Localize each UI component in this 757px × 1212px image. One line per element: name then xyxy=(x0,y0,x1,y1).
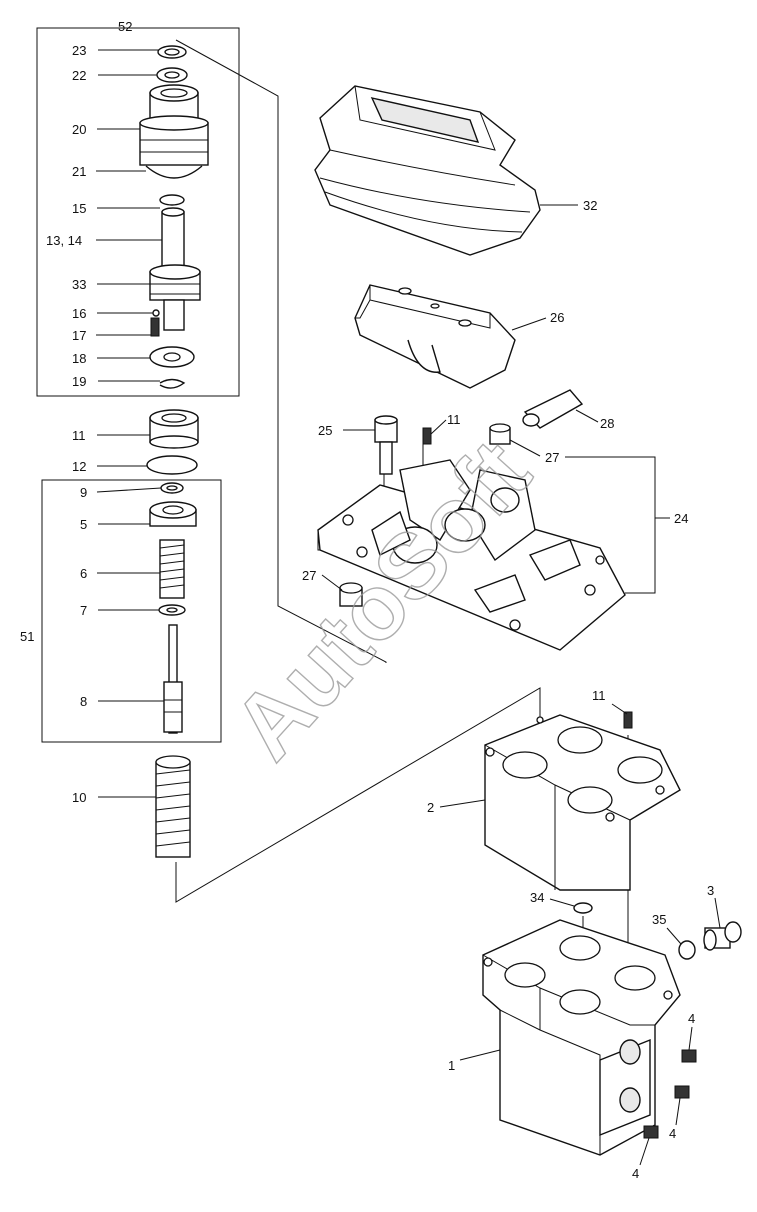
callout-4-bottom: 4 xyxy=(632,1166,639,1181)
callout-3: 3 xyxy=(707,883,714,898)
part-11-upper-plug xyxy=(422,427,432,445)
callout-33: 33 xyxy=(72,277,86,292)
callout-6: 6 xyxy=(80,566,87,581)
part-34-oring xyxy=(573,902,593,914)
part-20-plunger-housing xyxy=(139,84,209,166)
callout-28: 28 xyxy=(600,416,614,431)
callouts: 52 23 22 20 21 15 13, 14 33 16 17 18 19 … xyxy=(20,19,714,1181)
callout-15: 15 xyxy=(72,201,86,216)
callout-4-right: 4 xyxy=(688,1011,695,1026)
part-28-pin xyxy=(522,389,584,429)
callout-26: 26 xyxy=(550,310,564,325)
callout-5: 5 xyxy=(80,517,87,532)
callout-2: 2 xyxy=(427,800,434,815)
callout-13-14: 13, 14 xyxy=(46,233,82,248)
callout-32: 32 xyxy=(583,198,597,213)
part-4-plug-1 xyxy=(681,1049,697,1063)
part-7-washer xyxy=(158,604,186,616)
part-21-oring xyxy=(145,165,203,179)
part-25-bolt xyxy=(374,415,398,475)
part-9-washer xyxy=(160,482,184,494)
callout-9: 9 xyxy=(80,485,87,500)
callout-7: 7 xyxy=(80,603,87,618)
part-16-ball xyxy=(152,309,160,317)
part-32-boot xyxy=(314,85,541,256)
callout-19: 19 xyxy=(72,374,86,389)
callout-10: 10 xyxy=(72,790,86,805)
callout-51: 51 xyxy=(20,629,34,644)
callout-11-upper: 11 xyxy=(447,412,461,427)
part-4-plug-3 xyxy=(643,1125,659,1139)
part-1-body xyxy=(482,919,681,1156)
callout-4-middle: 4 xyxy=(669,1126,676,1141)
callout-35: 35 xyxy=(652,912,666,927)
callout-24: 24 xyxy=(674,511,688,526)
callout-25: 25 xyxy=(318,423,332,438)
part-11-bushing xyxy=(149,409,199,449)
part-35-oring xyxy=(678,940,696,960)
part-19-snap-ring xyxy=(159,378,186,389)
leader-lines xyxy=(96,49,721,1166)
part-18-plate xyxy=(149,346,195,368)
callout-21: 21 xyxy=(72,164,86,179)
callout-16: 16 xyxy=(72,306,86,321)
callout-17: 17 xyxy=(72,328,86,343)
callout-11-lower: 11 xyxy=(592,688,606,703)
callout-8: 8 xyxy=(80,694,87,709)
callout-12: 12 xyxy=(72,459,86,474)
part-13-14-push-rod xyxy=(161,207,185,273)
part-6-spring xyxy=(159,539,185,599)
callout-11-left: 11 xyxy=(72,428,86,443)
part-11-lower-plug xyxy=(623,711,633,729)
callout-27-lower: 27 xyxy=(302,568,316,583)
part-23-seal xyxy=(157,45,187,59)
callout-34: 34 xyxy=(530,890,544,905)
part-10-spring xyxy=(155,755,191,858)
part-5-spring-seat xyxy=(149,501,197,527)
part-4-plug-2 xyxy=(674,1085,690,1099)
part-27-lower-bushing xyxy=(339,582,363,607)
part-33-guide xyxy=(149,264,201,331)
callout-1: 1 xyxy=(448,1058,455,1073)
part-24-cam-base xyxy=(317,459,626,651)
callout-52: 52 xyxy=(118,19,132,34)
part-15-oring xyxy=(159,194,185,206)
part-17-spring xyxy=(150,317,160,337)
callout-22: 22 xyxy=(72,68,86,83)
group-frame-51 xyxy=(41,479,222,743)
part-8-spool xyxy=(163,624,183,734)
part-2-casing xyxy=(484,714,681,891)
callout-20: 20 xyxy=(72,122,86,137)
part-12-oring xyxy=(146,455,198,475)
part-22-washer xyxy=(156,67,188,83)
part-3-plug xyxy=(703,921,742,951)
callout-23: 23 xyxy=(72,43,86,58)
group-frame-52 xyxy=(36,27,240,397)
part-26-cam-plate xyxy=(354,284,516,389)
part-27-upper-bushing xyxy=(489,423,511,445)
callout-18: 18 xyxy=(72,351,86,366)
callout-27-upper: 27 xyxy=(545,450,559,465)
